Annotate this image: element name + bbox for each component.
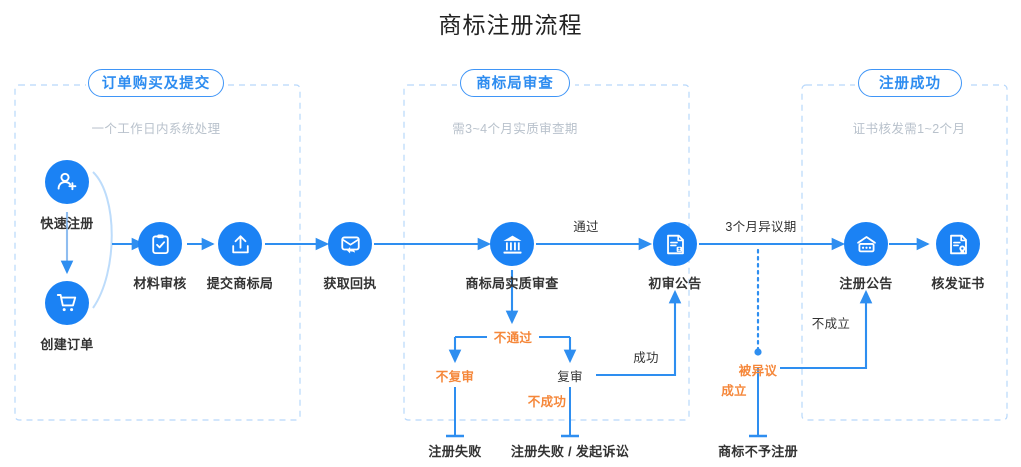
edge-label-established: 成立 [721, 384, 747, 398]
envelope-reply-icon [339, 233, 362, 256]
edge-opposition-invalid [780, 289, 873, 370]
stage-pill-3: 注册成功 [858, 69, 962, 97]
terminal-label-registration-failed: 注册失败 [428, 444, 482, 459]
edge-label-not-pass: 不通过 [493, 331, 533, 345]
edge-review2-success-to-preannounce [596, 289, 682, 377]
node-substantive-review[interactable] [490, 222, 534, 266]
node-label-quick-register: 快速注册 [40, 216, 94, 231]
node-quick-register[interactable] [45, 160, 89, 204]
node-get-receipt[interactable] [328, 222, 372, 266]
edge-label-opposition-period: 3个月异议期 [725, 220, 797, 234]
node-label-get-receipt: 获取回执 [323, 276, 377, 291]
bank-icon [501, 233, 524, 256]
node-label-submit-office: 提交商标局 [206, 276, 274, 291]
node-label-issue-certificate: 核发证书 [931, 276, 985, 291]
upload-icon [229, 233, 252, 256]
shopping-cart-icon [55, 291, 79, 315]
stage-box-3 [801, 84, 1008, 421]
stage-pill-2: 商标局审查 [460, 69, 570, 97]
edge-label-no-reexamine: 不复审 [435, 370, 475, 384]
stage-subtitle-3: 证书核发需1~2个月 [852, 122, 966, 136]
node-label-create-order: 创建订单 [40, 337, 94, 352]
node-label-material-review: 材料审核 [133, 276, 187, 291]
node-material-review[interactable] [138, 222, 182, 266]
edge-label-unsuccessful: 不成功 [527, 395, 567, 409]
certificate-seal-icon [947, 233, 970, 256]
node-preliminary-announcement[interactable] [653, 222, 697, 266]
edge-label-not-established: 不成立 [811, 317, 851, 331]
edge-label-pass: 通过 [573, 220, 599, 234]
opposition-dot [754, 348, 762, 356]
edge-label-successful: 成功 [633, 351, 659, 365]
terminal-label-not-registrable: 商标不予注册 [718, 444, 798, 459]
node-create-order[interactable] [45, 281, 89, 325]
node-submit-office[interactable] [218, 222, 262, 266]
node-label-preliminary-announcement: 初审公告 [648, 276, 702, 291]
user-plus-icon [55, 170, 79, 194]
stage-subtitle-1: 一个工作日内系统处理 [91, 122, 221, 136]
node-label-registration-announcement: 注册公告 [839, 276, 893, 291]
stage-subtitle-2: 需3~4个月实质审查期 [452, 122, 578, 136]
clipboard-check-icon [149, 233, 172, 256]
terminal-label-failed-or-litigation: 注册失败 / 发起诉讼 [510, 444, 630, 459]
node-registration-announcement[interactable] [844, 222, 888, 266]
brace-left-pair [92, 171, 113, 309]
page-title: 商标注册流程 [438, 12, 583, 38]
edge-label-reexamine: 复审 [557, 370, 583, 384]
announcement-board-icon [855, 233, 878, 256]
node-issue-certificate[interactable] [936, 222, 980, 266]
node-label-substantive-review: 商标局实质审查 [465, 276, 559, 291]
edge-label-opposed: 被异议 [738, 364, 778, 378]
document-stamp-icon [664, 233, 687, 256]
stage-pill-1: 订单购买及提交 [88, 69, 224, 97]
